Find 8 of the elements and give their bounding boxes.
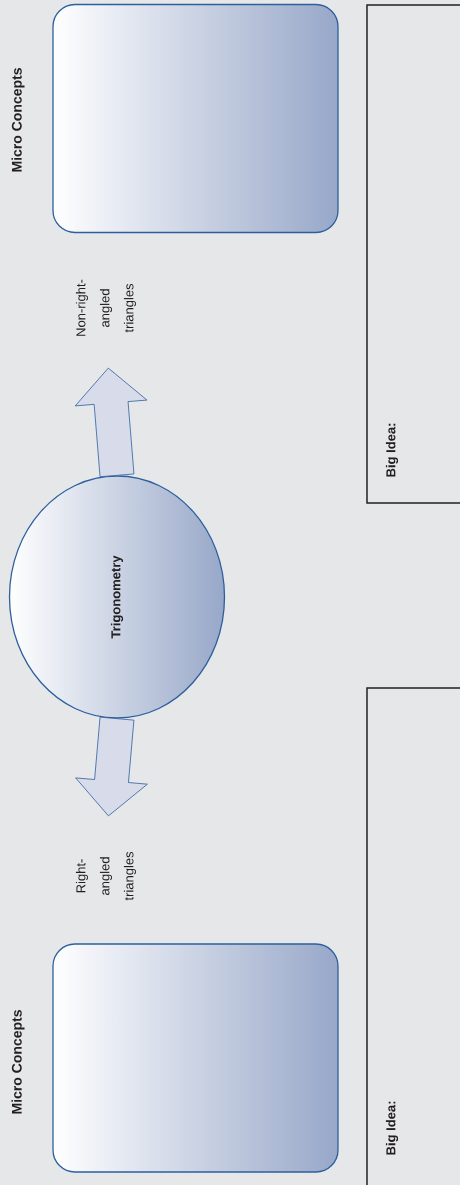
answer-box: Big Idea:	[366, 4, 460, 504]
box-heading: Micro Concepts	[11, 68, 25, 172]
block-arrow	[75, 716, 148, 817]
box-heading: Micro Concepts	[11, 1010, 25, 1114]
answer-box: Big Idea:	[366, 687, 460, 1185]
branch-label: Right-angled triangles	[75, 851, 137, 901]
branch-label: Non-right-angled triangles	[75, 279, 137, 336]
block-arrow	[74, 367, 148, 478]
